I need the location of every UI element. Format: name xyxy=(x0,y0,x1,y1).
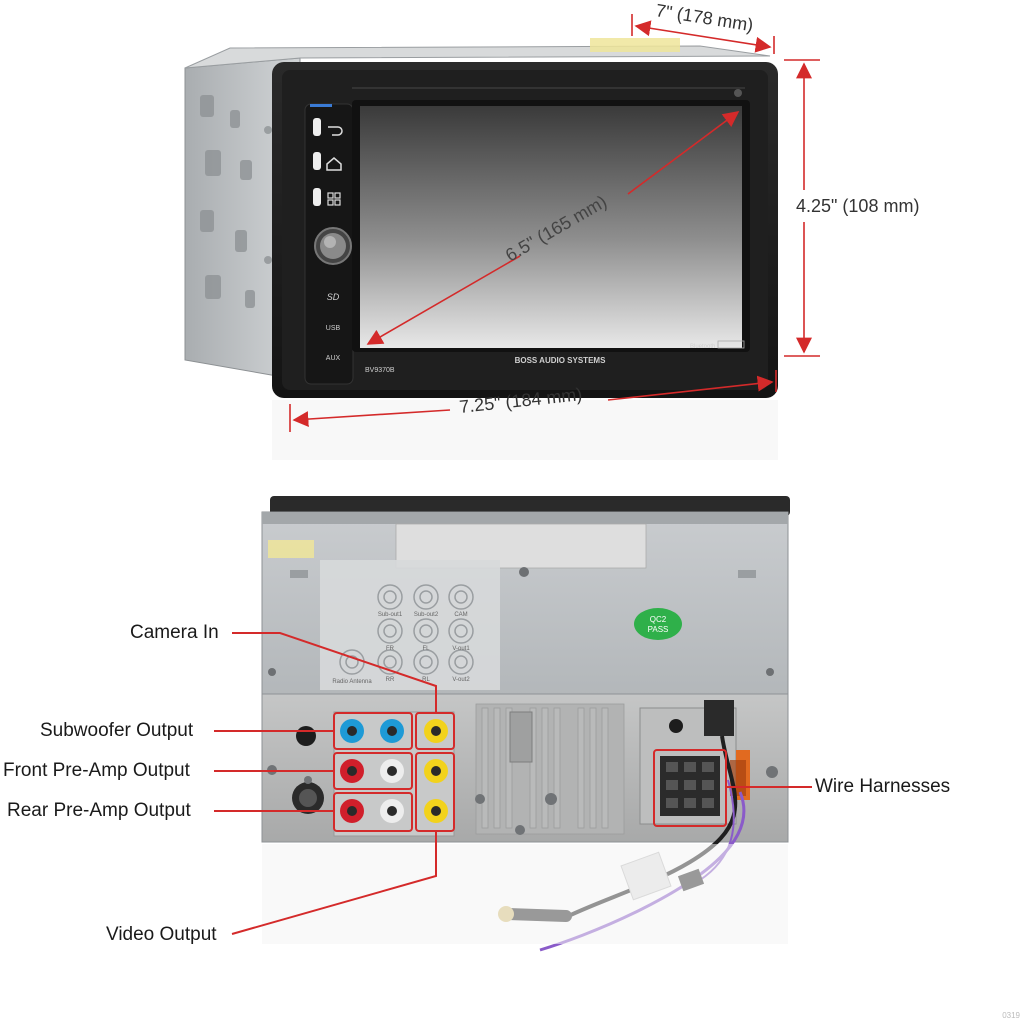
camera-in-label: Camera In xyxy=(130,622,219,643)
sticker-rl: RL xyxy=(422,677,430,683)
sd-label: SD xyxy=(327,292,340,302)
callout-lines xyxy=(214,632,812,935)
subwoofer-output-label: Subwoofer Output xyxy=(40,720,194,741)
sticker-rr: RR xyxy=(386,677,395,683)
sticker-sub-out1: Sub-out1 xyxy=(378,612,403,618)
sticker-fl: FL xyxy=(422,646,430,652)
qc-badge-line1: QC2 xyxy=(650,615,667,624)
height-dimension: 4.25" (108 mm) xyxy=(796,196,919,216)
qc-pass-badge xyxy=(634,608,682,640)
corner-code: 0319 xyxy=(1002,1011,1020,1020)
usb-label: USB xyxy=(326,325,341,332)
video-output-label: Video Output xyxy=(106,924,217,945)
front-unit: SD USB AUX BOSS AUDIO SYSTEMS BV9370B Bl… xyxy=(184,38,778,460)
sticker-v-out1: V-out1 xyxy=(452,646,470,652)
wire-harnesses-label: Wire Harnesses xyxy=(815,776,951,797)
sticker-fr: FR xyxy=(386,646,395,652)
sticker-sub-out2: Sub-out2 xyxy=(414,612,439,618)
model-label: BV9370B xyxy=(365,367,395,374)
aux-label: AUX xyxy=(326,355,341,362)
sticker-v-out2: V-out2 xyxy=(452,677,470,683)
sticker-cam: CAM xyxy=(454,612,467,618)
dimension-lines xyxy=(289,14,820,432)
rear-preamp-output-label: Rear Pre-Amp Output xyxy=(7,800,191,821)
bluetooth-label: Bluetooth xyxy=(690,344,715,350)
brand-label: BOSS AUDIO SYSTEMS xyxy=(515,356,606,365)
front-preamp-output-label: Front Pre-Amp Output xyxy=(3,760,190,781)
depth-dimension: 7" (178 mm) xyxy=(654,0,754,35)
sticker-radio-antenna: Radio Antenna xyxy=(332,679,372,685)
qc-badge-line2: PASS xyxy=(648,625,669,634)
rear-unit: Sub-out1 Sub-out2 CAM FR FL V-out1 Radio… xyxy=(261,496,790,952)
rca-jacks xyxy=(340,719,448,823)
